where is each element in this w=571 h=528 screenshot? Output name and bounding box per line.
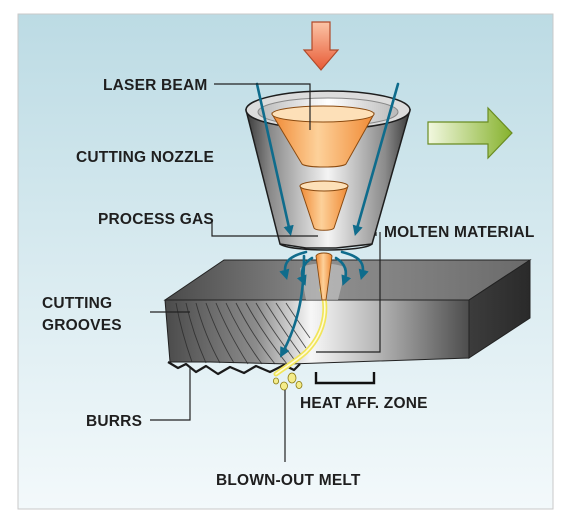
melt-droplet <box>280 381 288 391</box>
gas-swirl-right <box>340 250 369 281</box>
label-burrs: BURRS <box>86 413 142 430</box>
label-laser-beam: LASER BEAM <box>103 77 207 94</box>
cutting-direction-arrow-icon <box>427 106 513 160</box>
label-molten-material: MOLTEN MATERIAL <box>384 224 535 241</box>
leader-lines <box>150 83 381 462</box>
label-cutting-nozzle: CUTTING NOZZLE <box>76 149 214 166</box>
laser-down-arrow-icon <box>302 21 340 71</box>
label-blown-out-melt: BLOWN-OUT MELT <box>216 472 361 489</box>
leader-burrs <box>150 366 191 421</box>
leader-process-gas <box>211 220 318 237</box>
melt-droplet <box>272 377 279 385</box>
cutting-grooves <box>175 302 311 365</box>
gas-arrow-left <box>255 82 294 237</box>
melt-droplet <box>287 372 297 384</box>
label-cutting-grooves-line2: GROOVES <box>42 317 122 334</box>
gas-arrow-right <box>352 82 400 237</box>
nozzle-tip <box>279 243 373 251</box>
beam-focus <box>315 252 333 301</box>
workpiece-top-face <box>163 259 532 301</box>
leader-laser-beam <box>214 83 311 130</box>
process-gas-flow <box>255 82 400 358</box>
workpiece-front-face <box>164 299 470 365</box>
burrs-edge <box>167 361 301 376</box>
gas-swirl-right-inner <box>334 256 352 286</box>
gas-swirl-left <box>279 250 308 281</box>
workpiece <box>163 259 532 376</box>
label-heat-affected-zone: HEAT AFF. ZONE <box>300 395 428 412</box>
heat-affected-zone-bracket <box>314 372 376 385</box>
gas-arrow-down-cut <box>280 254 306 358</box>
melt-droplet <box>295 380 303 389</box>
molten-melt <box>272 287 328 391</box>
label-process-gas: PROCESS GAS <box>98 211 214 228</box>
label-cutting-grooves-line1: CUTTING <box>42 295 112 312</box>
leader-molten-material <box>316 232 381 353</box>
laser-beam <box>271 105 375 301</box>
